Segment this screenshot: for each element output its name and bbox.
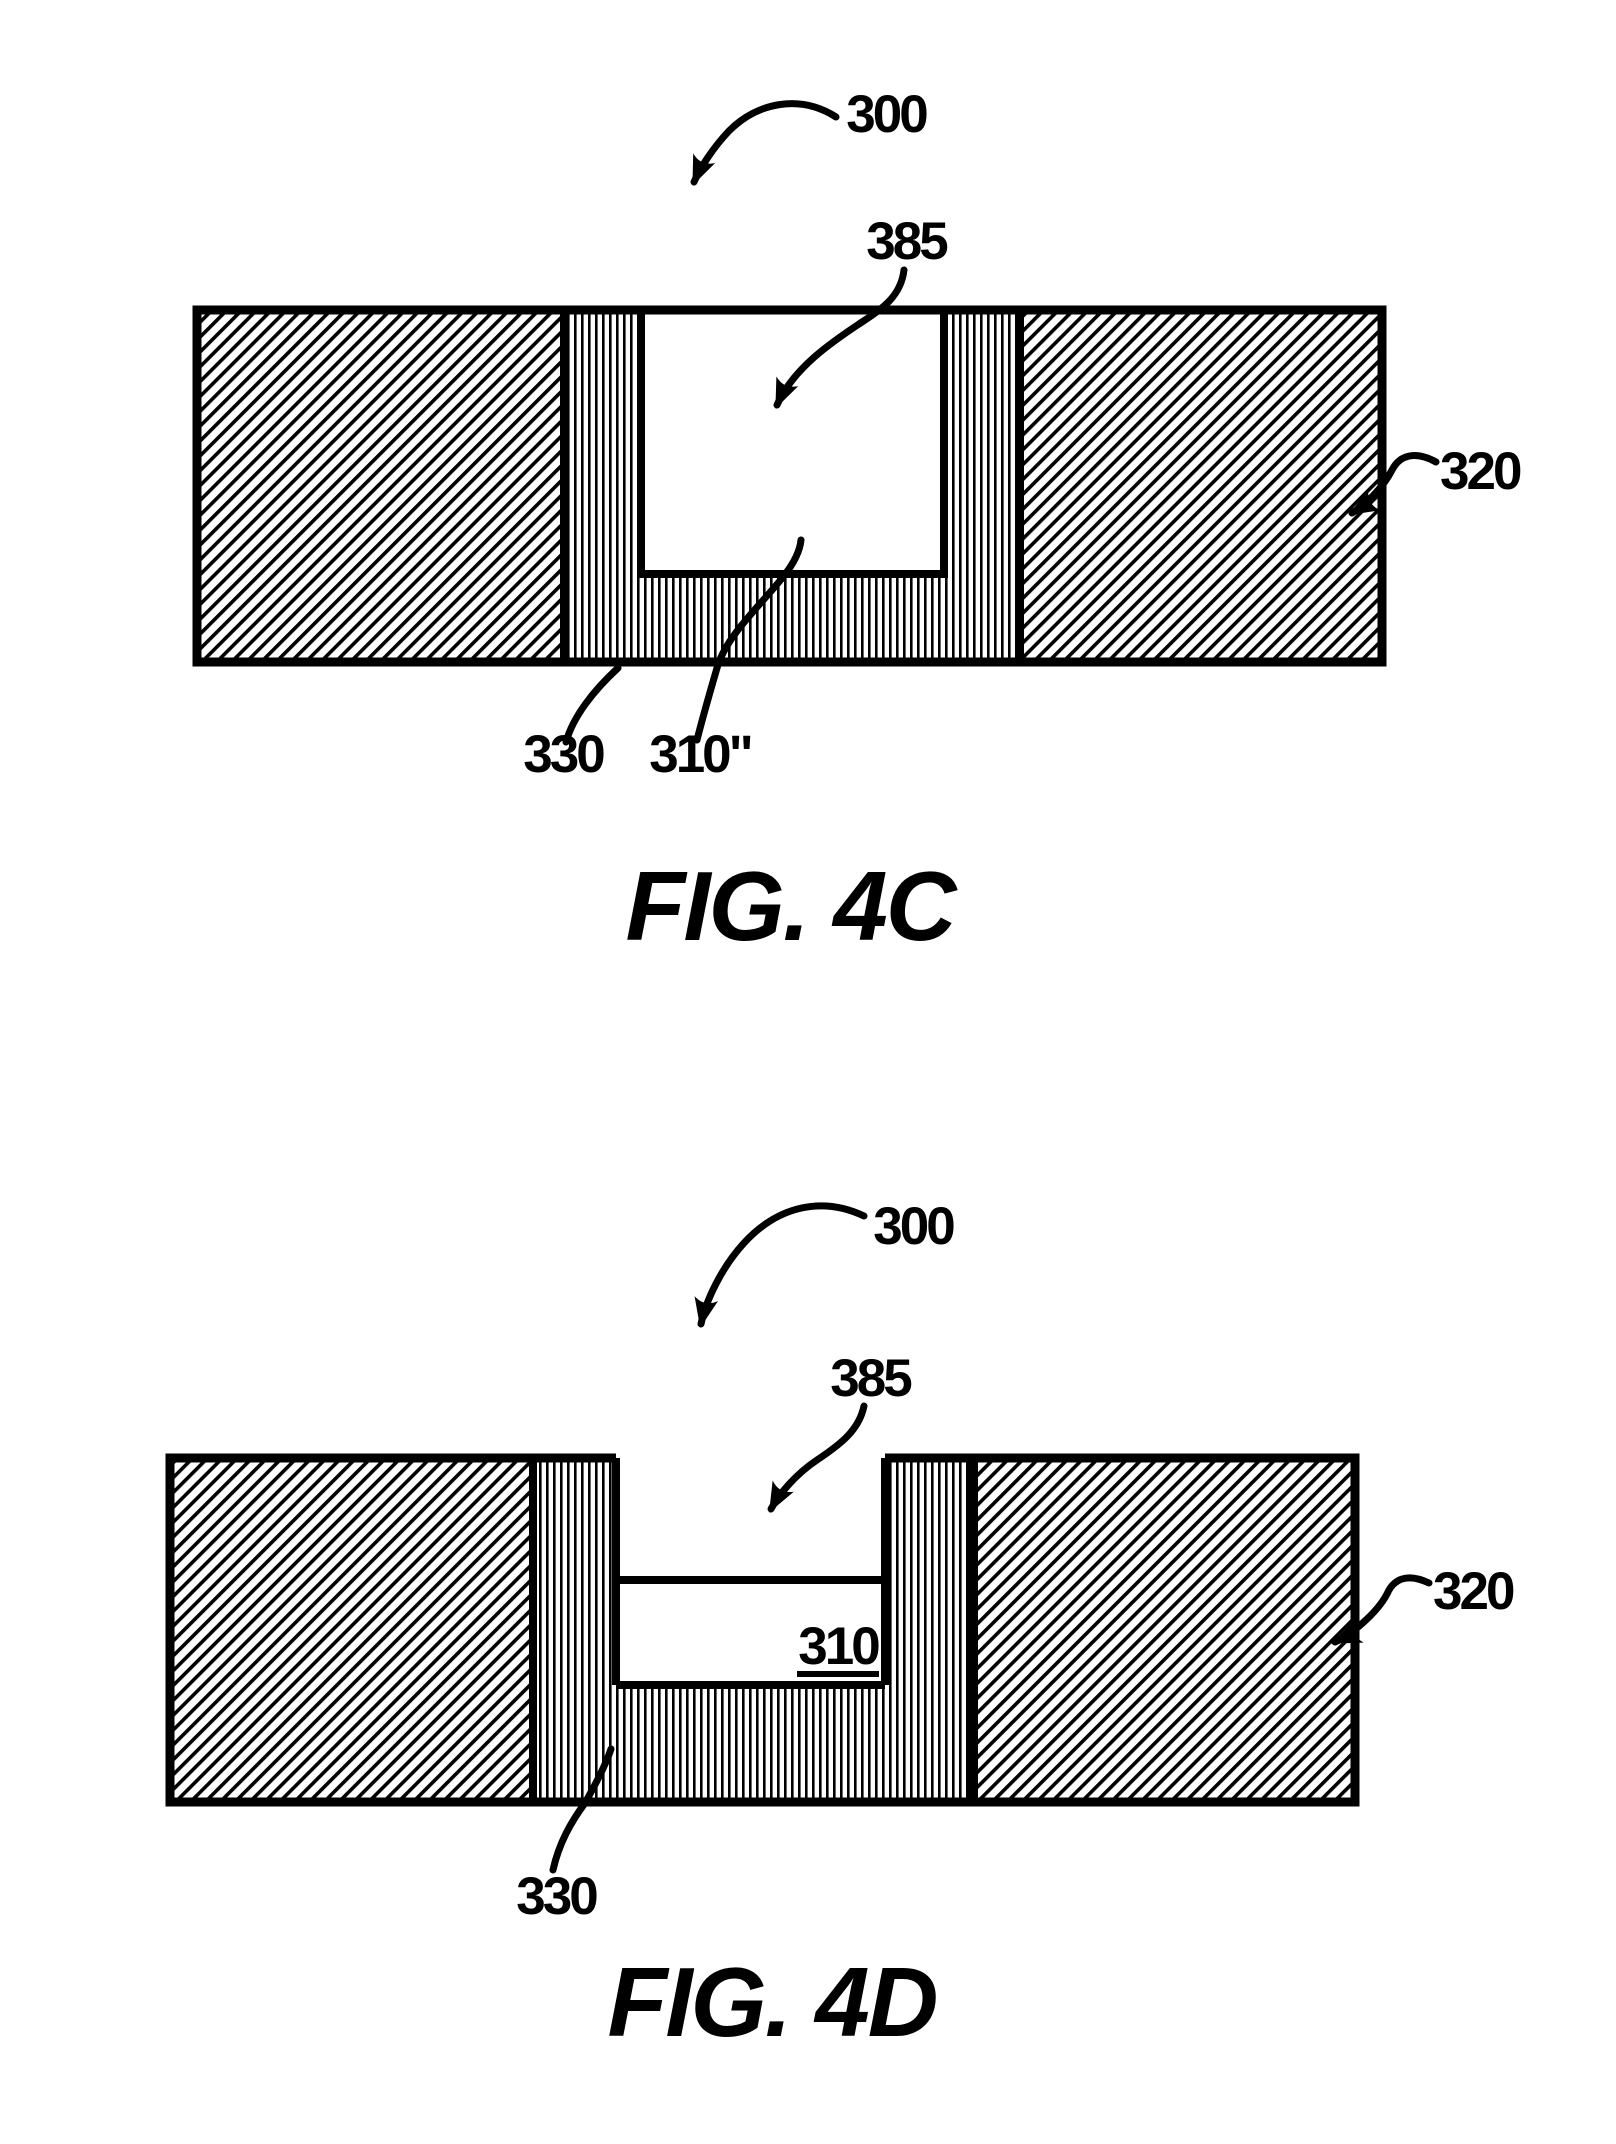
fig4d-ref-330: 330: [516, 1867, 597, 1926]
fig4c-arrow-300: [690, 100, 840, 186]
fig4c-substrate-right-hatch: [1020, 310, 1382, 662]
fig4c-leader-320: [1348, 452, 1440, 517]
fig4c-ref-300: 300: [846, 85, 927, 144]
figure-4c: 300 385 320 330 310" FIG. 4C: [192, 85, 1524, 961]
fig4d-block-border: [165, 1453, 1360, 1807]
fig4d-substrate-right-hatch: [975, 1458, 1355, 1802]
fig4d-ref-300: 300: [873, 1197, 954, 1256]
fig4d-leader-330: [549, 1745, 615, 1874]
fig4d-ref-385: 385: [830, 1349, 911, 1408]
figure-4d: 300 385 320 330 310 FIG. 4D: [165, 1197, 1517, 2057]
fig4d-ref-320: 320: [1433, 1562, 1514, 1621]
fig4d-leader-320: [1331, 1574, 1433, 1646]
fig4c-leader-330: [562, 664, 622, 746]
fig4d-caption: FIG. 4D: [607, 1947, 936, 2057]
fig4c-cavity-outline: [637, 310, 948, 578]
fig4d-leader-385: [767, 1402, 868, 1513]
fig4c-caption: FIG. 4C: [625, 851, 957, 961]
fig4d-substrate-left-hatch: [170, 1458, 533, 1802]
fig4c-leader-310: [693, 536, 805, 744]
fig4d-arrow-300: [694, 1202, 868, 1328]
fig4c-ref-320: 320: [1440, 442, 1521, 501]
fig4d-trench-recess: [616, 1452, 885, 1685]
fig4c-leader-385: [773, 266, 908, 409]
fig4c-substrate-left-hatch: [197, 310, 564, 662]
fig4c-ref-385: 385: [866, 212, 947, 271]
fig4c-ref-330: 330: [523, 725, 604, 784]
fig4d-ref-310: 310: [798, 1617, 879, 1676]
fig4c-cavity-void: [641, 312, 944, 574]
